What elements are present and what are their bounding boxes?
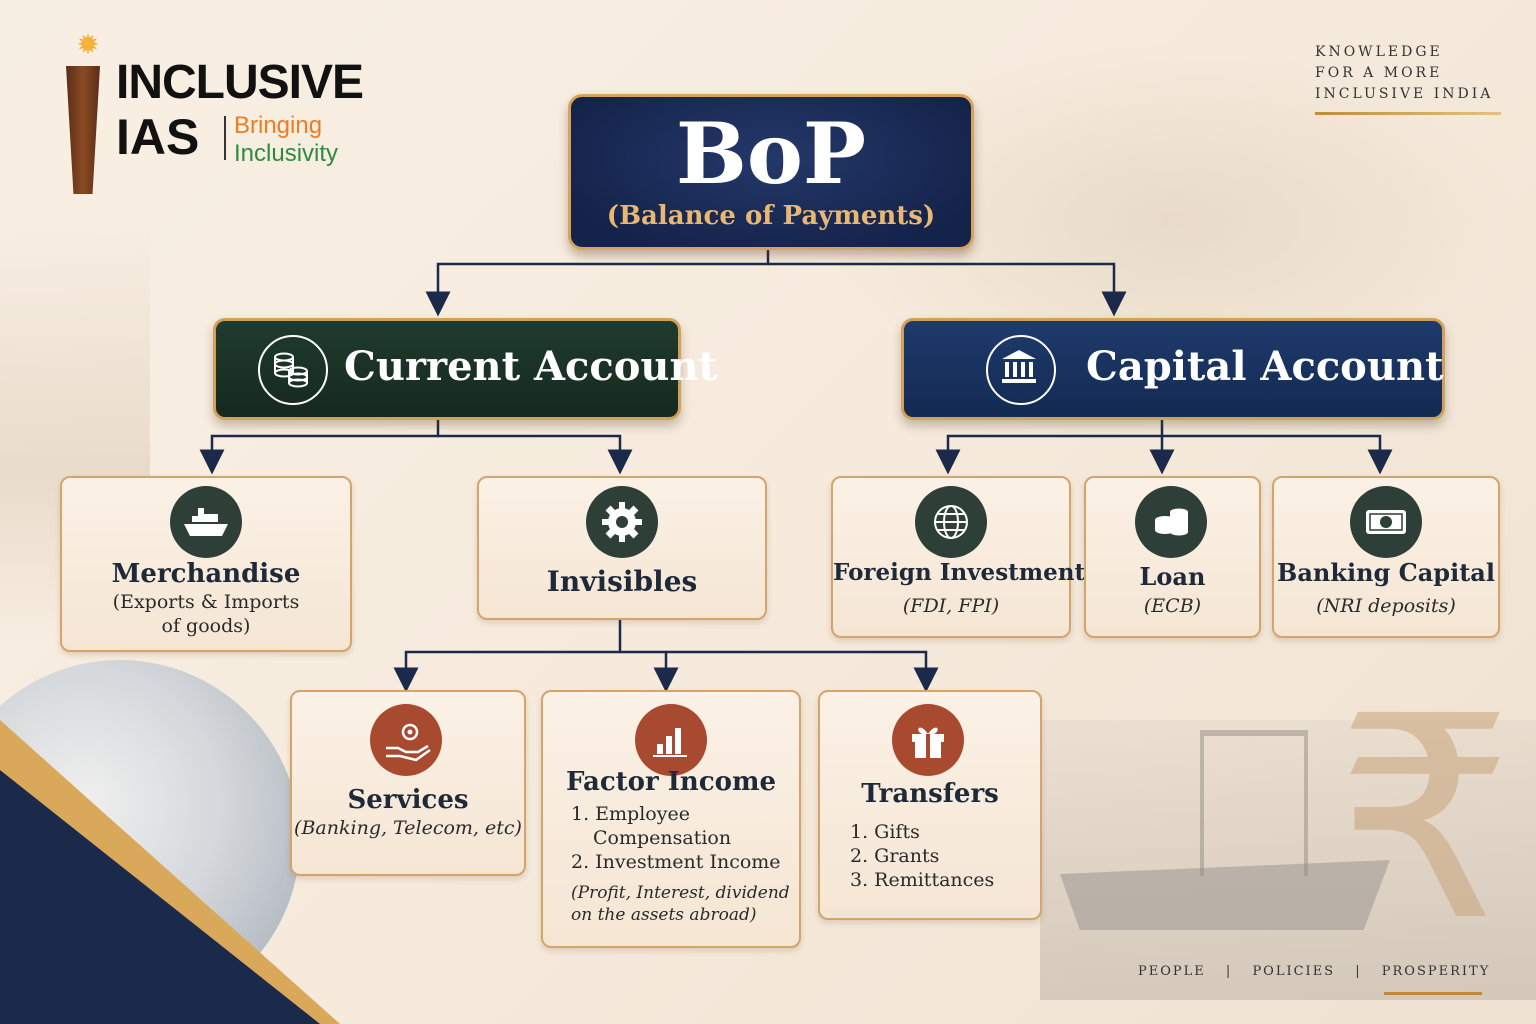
loan-card: Loan (ECB) [1084, 476, 1261, 638]
logo-divider [224, 116, 226, 160]
cargo-ship-icon [170, 486, 242, 558]
logo-tagline-line2: Inclusivity [234, 140, 339, 167]
torch-flame-icon: ✹ [76, 28, 100, 61]
merchandise-subtitle-line1: (Exports & Imports [112, 591, 300, 613]
gear-icon [586, 486, 658, 558]
port-background [1040, 720, 1536, 1000]
rupee-symbol-icon: ₹ [1335, 657, 1515, 983]
inclusive-ias-logo: ✹ INCLUSIVE IAS Bringing Inclusivity [52, 28, 412, 194]
factor-income-note-line1: (Profit, Interest, dividend [571, 883, 790, 903]
tagline-underline [1315, 112, 1501, 115]
transfers-card: Transfers 1. Gifts 2. Grants 3. Remittan… [818, 690, 1042, 920]
hand-gear-icon [370, 704, 442, 776]
logo-tagline-line1: Bringing [234, 112, 323, 139]
merchandise-card: Merchandise (Exports & Imports of goods) [60, 476, 352, 652]
torch-icon [66, 66, 100, 194]
bop-root-box: BoP (Balance of Payments) [568, 94, 974, 250]
list-item: Compensation [593, 827, 732, 849]
footer-underline [1384, 992, 1482, 995]
foreign-investment-title: Foreign Investment [833, 559, 1086, 586]
factor-income-note-line2: on the assets abroad) [571, 905, 757, 925]
logo-name-line1: INCLUSIVE [116, 56, 364, 109]
navy-corner-accent [0, 770, 320, 1024]
current-account-box: Current Account [213, 318, 717, 420]
merchandise-title: Merchandise [111, 559, 301, 589]
footer-word: PROSPERITY [1381, 964, 1491, 979]
banknote-icon [1350, 486, 1422, 558]
transfers-title: Transfers [861, 779, 999, 809]
transfers-list: 1. Gifts 2. Grants 3. Remittances [850, 820, 994, 892]
list-item: 2. Grants [850, 845, 940, 867]
tagline-line: INCLUSIVE INDIA [1315, 86, 1494, 102]
tagline-line: FOR A MORE [1315, 65, 1443, 81]
list-item: 1. Employee [571, 803, 690, 825]
gift-icon [892, 704, 964, 776]
tagline: KNOWLEDGE FOR A MORE INCLUSIVE INDIA [1315, 42, 1493, 105]
capital-account-label: Capital Account [1086, 343, 1444, 390]
services-subtitle: (Banking, Telecom, etc) [294, 817, 522, 839]
logo-name-line2: IAS [116, 109, 200, 165]
footer-separator: | [1355, 964, 1362, 979]
invisibles-title: Invisibles [546, 565, 698, 598]
tagline-line: KNOWLEDGE [1315, 44, 1443, 60]
coins-stack-icon [1135, 486, 1207, 558]
bop-subtitle: (Balance of Payments) [606, 201, 936, 231]
list-item: 2. Investment Income [571, 851, 781, 873]
current-account-label: Current Account [344, 343, 718, 390]
capital-account-box: Capital Account [901, 318, 1445, 420]
bar-chart-icon [635, 704, 707, 776]
services-card: Services (Banking, Telecom, etc) [290, 690, 526, 876]
foreign-investment-subtitle: (FDI, FPI) [902, 595, 1000, 617]
footer-word: POLICIES [1252, 964, 1336, 979]
bank-building-icon [986, 335, 1056, 405]
banking-capital-card: Banking Capital (NRI deposits) [1272, 476, 1500, 638]
factor-income-title: Factor Income [565, 767, 777, 797]
factor-income-list: 1. Employee Compensation 2. Investment I… [571, 802, 781, 874]
container-ship-graphic [1060, 860, 1390, 930]
footer-word: PEOPLE [1138, 964, 1206, 979]
banking-capital-subtitle: (NRI deposits) [1316, 595, 1456, 617]
list-item: 3. Remittances [850, 869, 995, 891]
factor-income-card: Factor Income 1. Employee Compensation 2… [541, 690, 801, 948]
port-crane-graphic [1200, 730, 1308, 876]
footer-tagline: PEOPLE | POLICIES | PROSPERITY [1138, 964, 1504, 979]
factor-income-note: (Profit, Interest, dividend on the asset… [571, 882, 790, 926]
services-title: Services [347, 785, 469, 815]
footer-separator: | [1225, 964, 1233, 979]
merchandise-subtitle-line2: of goods) [161, 615, 251, 637]
loan-title: Loan [1139, 562, 1206, 591]
loan-subtitle: (ECB) [1143, 595, 1202, 617]
foreign-investment-card: Foreign Investment (FDI, FPI) [831, 476, 1086, 638]
coins-icon [258, 335, 328, 405]
bop-title: BoP [675, 104, 867, 203]
list-item: 1. Gifts [850, 821, 920, 843]
invisibles-card: Invisibles [477, 476, 767, 620]
banking-capital-title: Banking Capital [1277, 558, 1495, 587]
globe-icon [915, 486, 987, 558]
